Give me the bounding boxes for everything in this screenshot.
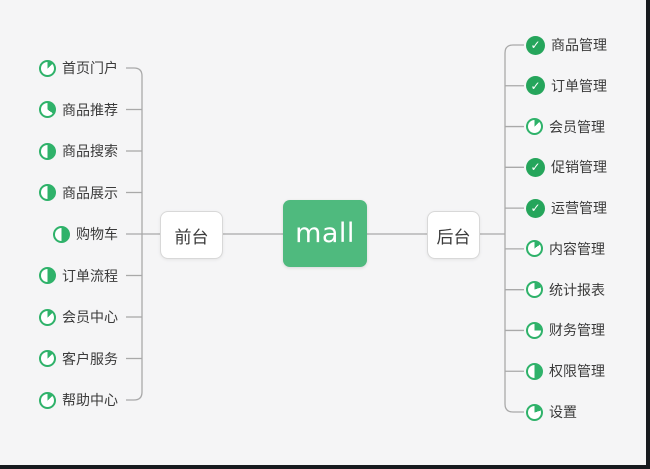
item-label: 客户服务: [62, 351, 118, 368]
item-label: 设置: [549, 405, 577, 421]
progress-pie-icon: [526, 321, 543, 339]
item-label: 商品推荐: [62, 102, 118, 119]
item-label: 会员中心: [62, 310, 118, 326]
check-glyph: ✓: [530, 78, 541, 93]
front-item-7[interactable]: 会员中心: [39, 307, 118, 327]
item-label: 首页门户: [62, 61, 118, 77]
branch-node-back[interactable]: 后台: [427, 211, 480, 259]
item-label: 商品管理: [551, 38, 607, 54]
check-glyph: ✓: [530, 201, 541, 216]
progress-pie-icon: [53, 225, 70, 243]
front-item-2[interactable]: 商品推荐: [39, 100, 118, 120]
progress-pie-icon: [526, 362, 543, 380]
item-label: 订单管理: [551, 78, 607, 95]
item-label: 购物车: [76, 227, 118, 243]
branch-node-back-label: 后台: [436, 227, 471, 248]
back-item-4[interactable]: ✓ 促销管理: [526, 157, 607, 177]
done-check-icon: ✓: [526, 198, 545, 218]
check-glyph: ✓: [530, 160, 541, 175]
done-check-icon: ✓: [526, 76, 545, 96]
progress-pie-icon: [39, 142, 56, 160]
item-label: 权限管理: [549, 364, 605, 381]
check-glyph: ✓: [530, 38, 541, 52]
done-check-icon: ✓: [526, 157, 545, 177]
back-item-6[interactable]: 内容管理: [526, 239, 605, 259]
root-node-mall[interactable]: mall: [283, 200, 367, 267]
back-item-2[interactable]: ✓ 订单管理: [526, 76, 607, 96]
item-label: 订单流程: [62, 268, 118, 285]
back-item-9[interactable]: 权限管理: [526, 361, 605, 381]
progress-pie-icon: [39, 184, 56, 201]
done-check-icon: ✓: [526, 35, 545, 55]
item-label: 财务管理: [549, 323, 605, 340]
item-label: 商品展示: [62, 185, 118, 202]
item-label: 会员管理: [549, 119, 605, 136]
progress-pie-icon: [39, 308, 56, 326]
progress-pie-icon: [526, 403, 543, 421]
back-item-7[interactable]: 统计报表: [526, 280, 605, 300]
front-item-8[interactable]: 客户服务: [39, 349, 118, 369]
front-item-1[interactable]: 首页门户: [39, 58, 118, 78]
front-item-5[interactable]: 购物车: [53, 224, 118, 244]
branch-node-front-label: 前台: [174, 227, 209, 248]
back-item-1[interactable]: ✓ 商品管理: [526, 35, 607, 55]
item-label: 促销管理: [551, 160, 607, 177]
front-item-6[interactable]: 订单流程: [39, 266, 118, 286]
progress-pie-icon: [526, 240, 543, 258]
progress-pie-icon: [39, 350, 56, 367]
progress-pie-icon: [39, 59, 56, 77]
progress-pie-icon: [39, 101, 56, 118]
progress-pie-icon: [526, 118, 543, 136]
branch-node-front[interactable]: 前台: [160, 211, 223, 259]
back-item-10[interactable]: 设置: [526, 402, 577, 422]
item-label: 商品搜索: [62, 144, 118, 160]
root-node-label: mall: [295, 218, 355, 249]
item-label: 统计报表: [549, 282, 605, 299]
front-item-9[interactable]: 帮助中心: [39, 390, 118, 410]
back-item-8[interactable]: 财务管理: [526, 320, 605, 340]
item-label: 运营管理: [551, 201, 607, 218]
progress-pie-icon: [39, 267, 56, 284]
item-label: 帮助中心: [62, 393, 118, 409]
front-item-3[interactable]: 商品搜索: [39, 141, 118, 161]
back-item-3[interactable]: 会员管理: [526, 117, 605, 137]
progress-pie-icon: [39, 391, 56, 409]
progress-pie-icon: [526, 281, 543, 299]
item-label: 内容管理: [549, 241, 605, 258]
front-item-4[interactable]: 商品展示: [39, 183, 118, 203]
back-item-5[interactable]: ✓ 运营管理: [526, 198, 607, 218]
